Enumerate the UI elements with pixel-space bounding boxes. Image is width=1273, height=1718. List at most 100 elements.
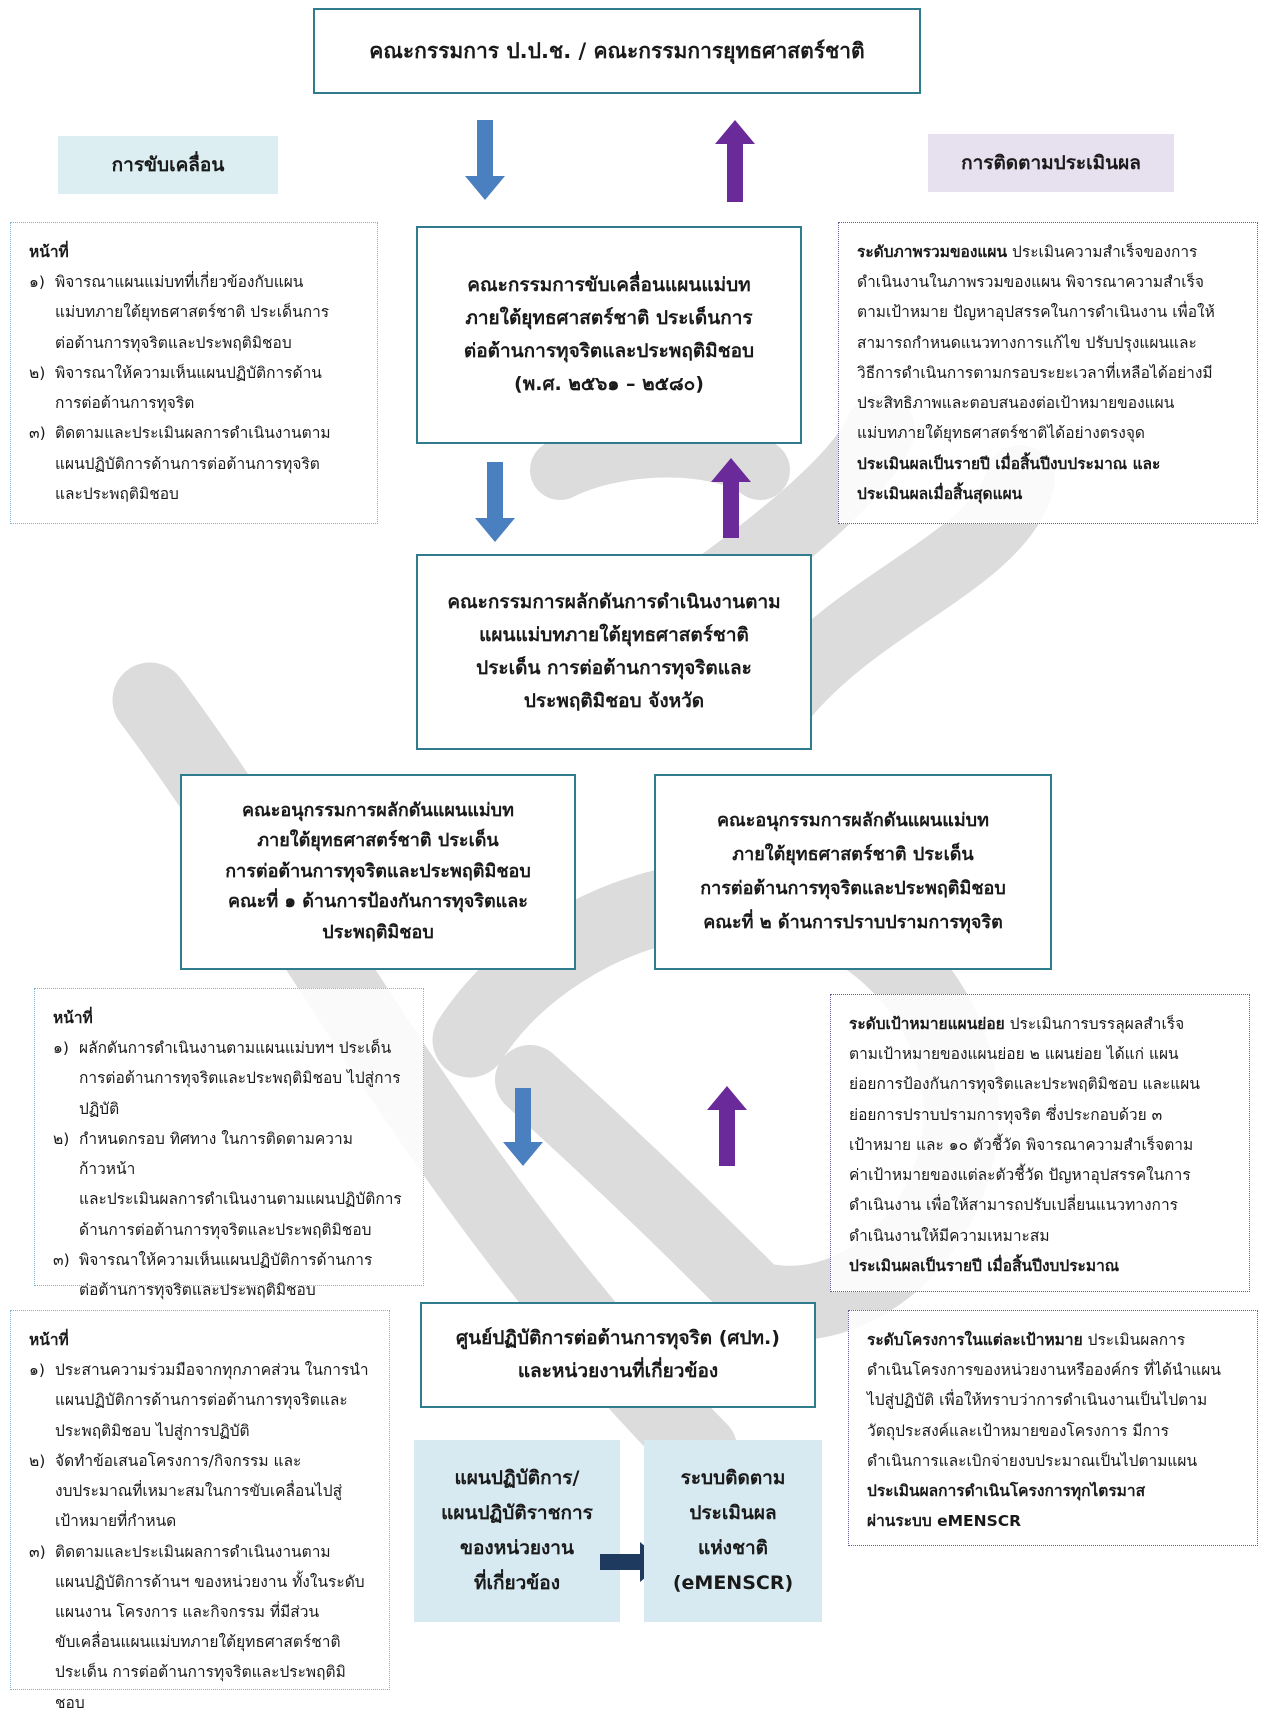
duty-item: ๒) จัดทำข้อเสนอโครงการ/กิจกรรม และ งบประ… [29,1446,375,1537]
eval-bold-line: ผ่านระบบ eMENSCR [867,1512,1022,1531]
eval-line: ดำเนินโครงการของหน่วยงานหรือองค์กร ที่ได… [867,1361,1221,1380]
duty-item-number: ๑) [29,1361,45,1380]
header-title: คณะกรรมการ ป.ป.ช. / คณะกรรมการยุทธศาสตร์… [369,38,865,63]
duty-item: ๑) พิจารณาแผนแม่บทที่เกี่ยวข้องกับแผน แม… [29,267,363,358]
box-line: คณะกรรมการผลักดันการดำเนินงานตาม [447,590,781,613]
box-line: คณะอนุกรรมการผลักดันแผนแม่บท [242,799,514,821]
eval-bold-line: ประเมินผลเป็นรายปี เมื่อสิ้นปีงบประมาณ [849,1256,1120,1275]
duty-line: ติดตามและประเมินผลการดำเนินงานตาม [55,424,331,443]
duty-line: ประพฤติมิชอบ ไปสู่การปฏิบัติ [55,1421,250,1440]
duty-box-1: หน้าที่ ๑) พิจารณาแผนแม่บทที่เกี่ยวข้องก… [10,222,378,524]
duty-line: ติดตามและประเมินผลการดำเนินงานตาม [55,1542,331,1561]
emenscr-panel: ระบบติดตาม ประเมินผล แห่งชาติ (eMENSCR) [644,1440,822,1622]
anti-corruption-center-box: ศูนย์ปฏิบัติการต่อต้านการทุจริต (ศปท.) แ… [420,1302,816,1408]
duty-line: ต่อต้านการทุจริตและประพฤติมิชอบ [55,333,292,352]
up-arrow-icon [711,458,751,538]
eval-line: ดำเนินงานให้มีความเหมาะสม [849,1226,1050,1245]
up-arrow-icon [715,120,755,202]
box-line: ประเด็น การต่อต้านการทุจริตและ [476,657,752,679]
duty-line: จัดทำข้อเสนอโครงการ/กิจกรรม และ [55,1451,302,1470]
eval-line: วิธีการดำเนินการตามกรอบระยะเวลาที่เหลือไ… [857,363,1213,382]
up-arrow-icon [707,1086,747,1166]
drive-committee-box: คณะกรรมการขับเคลื่อนแผนแม่บท ภายใต้ยุทธศ… [416,226,802,444]
panel-line: ประเมินผล [689,1501,777,1524]
panel-line: แผนปฏิบัติการ/ [454,1466,580,1489]
duty-line: ผลักดันการดำเนินงานตามแผนแม่บทฯ ประเด็น [79,1039,392,1058]
subcommittee-2-box: คณะอนุกรรมการผลักดันแผนแม่บท ภายใต้ยุทธศ… [654,774,1052,970]
duty-line: ประเด็น การต่อต้านการทุจริตและประพฤติมิช… [55,1663,346,1712]
box-line: แผนแม่บทภายใต้ยุทธศาสตร์ชาติ [479,623,749,646]
duty-title: หน้าที่ [29,1331,69,1349]
eval-line: ไปสู่ปฏิบัติ เพื่อให้ทราบว่าการดำเนินงาน… [867,1391,1208,1410]
duty-line: แผนปฏิบัติการด้านฯ ของหน่วยงาน ทั้งในระด… [55,1572,365,1591]
eval-line: แม่บทภายใต้ยุทธศาสตร์ชาติได้อย่างตรงจุด [857,424,1145,443]
duty-title: หน้าที่ [29,243,69,261]
duty-line: พิจารณาให้ความเห็นแผนปฏิบัติการด้าน [55,363,322,382]
eval-line: ย่อยการปราบปรามการทุจริต ซึ่งประกอบด้วย … [849,1105,1163,1124]
eval-line: ดำเนินงานในภาพรวมของแผน พิจารณาความสำเร็… [857,273,1205,292]
box-line: และหน่วยงานที่เกี่ยวข้อง [517,1360,719,1382]
eval-line: เป้าหมาย และ ๑๐ ตัวชี้วัด พิจารณาความสำเ… [849,1135,1194,1154]
duty-item-number: ๒) [29,363,46,382]
duty-line: ด้านการต่อต้านการทุจริตและประพฤติมิชอบ [79,1220,372,1239]
box-line: ภายใต้ยุทธศาสตร์ชาติ ประเด็นการ [465,306,753,329]
duty-item: ๒) กำหนดกรอบ ทิศทาง ในการติดตามความก้าวห… [53,1124,409,1245]
duty-line: แผนงาน โครงการ และกิจกรรม ที่มีส่วน [55,1602,320,1621]
duty-item: ๓) ติดตามและประเมินผลการดำเนินงานตาม แผน… [29,418,363,509]
panel-line: ที่เกี่ยวข้อง [473,1572,560,1595]
eval-bold-line: ประเมินผลเมื่อสิ้นสุดแผน [857,484,1023,503]
panel-line: (eMENSCR) [672,1572,794,1595]
duty-line: และประเมินผลการดำเนินงานตามแผนปฏิบัติการ [79,1190,402,1209]
duty-line: ประสานความร่วมมือจากทุกภาคส่วน ในการนำ [55,1361,369,1380]
action-plan-panel: แผนปฏิบัติการ/ แผนปฏิบัติราชการ ของหน่วย… [414,1440,620,1622]
duty-item-number: ๒) [53,1129,70,1148]
duty-item-text: ติดตามและประเมินผลการดำเนินงานตาม แผนปฏิ… [55,418,363,509]
drive-label-text: การขับเคลื่อน [111,154,225,176]
eval-line: ตามเป้าหมาย ปัญหาอุปสรรคในการดำเนินงาน เ… [857,303,1215,322]
duty-item-text: ประสานความร่วมมือจากทุกภาคส่วน ในการนำ แ… [55,1355,375,1446]
box-line: การต่อต้านการทุจริตและประพฤติมิชอบ [225,860,531,882]
eval-bold-head: ระดับเป้าหมายแผนย่อย [849,1015,1005,1033]
duty-line: การต่อต้านการทุจริตและประพฤติมิชอบ ไปสู่… [79,1069,401,1088]
panel-line: แห่งชาติ [698,1537,768,1559]
eval-line: ประเมินผลการ [1087,1331,1186,1349]
eval-text: ระดับภาพรวมของแผน ประเมินความสำเร็จของกา… [857,237,1243,267]
duty-item-number: ๒) [29,1451,46,1470]
push-committee-box: คณะกรรมการผลักดันการดำเนินงานตาม แผนแม่บ… [416,554,812,750]
eval-line: ย่อยการป้องกันการทุจริตและประพฤติมิชอบ แ… [849,1075,1200,1094]
eval-text: ระดับโครงการในแต่ละเป้าหมาย ประเมินผลการ [867,1325,1243,1355]
duty-line: กำหนดกรอบ ทิศทาง ในการติดตามความก้าวหน้า [79,1129,353,1179]
eval-bold-head: ระดับโครงการในแต่ละเป้าหมาย [867,1331,1083,1349]
header-committee-box: คณะกรรมการ ป.ป.ช. / คณะกรรมการยุทธศาสตร์… [313,8,921,94]
duty-line: พิจารณาแผนแม่บทที่เกี่ยวข้องกับแผน [55,273,304,292]
box-line: ประพฤติมิชอบ จังหวัด [523,690,705,713]
eval-line: สามารถกำหนดแนวทางการแก้ไข ปรับปรุงแผนและ [857,333,1197,352]
panel-line: แผนปฏิบัติราชการ [441,1501,593,1524]
box-line: (พ.ศ. ๒๕๖๑ – ๒๕๘๐) [514,373,704,396]
panel-line: ของหน่วยงาน [460,1537,574,1559]
duty-line: งบประมาณที่เหมาะสมในการขับเคลื่อนไปสู่ [55,1482,343,1501]
duty-item-number: ๑) [29,273,45,292]
duty-box-2: หน้าที่ ๑) ผลักดันการดำเนินงานตามแผนแม่บ… [34,988,424,1299]
duty-line: แผนปฏิบัติการด้านการต่อต้านการทุจริตและ [55,1391,348,1410]
duty-line: พิจารณาให้ความเห็นแผนปฏิบัติการด้านการ [79,1250,373,1269]
eval-line: ดำเนินงาน เพื่อให้สามารถปรับเปลี่ยนแนวทา… [849,1196,1178,1215]
duty-item-text: ผลักดันการดำเนินงานตามแผนแม่บทฯ ประเด็น … [79,1033,409,1124]
duty-line: ต่อต้านการทุจริตและประพฤติมิชอบ [79,1280,316,1299]
box-line: ศูนย์ปฏิบัติการต่อต้านการทุจริต (ศปท.) [456,1326,780,1349]
box-line: ภายใต้ยุทธศาสตร์ชาติ ประเด็น [257,830,499,852]
eval-text: ระดับเป้าหมายแผนย่อย ประเมินการบรรลุผลสำ… [849,1009,1235,1039]
duty-line: และประพฤติมิชอบ [55,484,179,503]
duty-line: แผนปฏิบัติการด้านการต่อต้านการทุจริต [55,454,320,473]
duty-item-text: กำหนดกรอบ ทิศทาง ในการติดตามความก้าวหน้า… [79,1124,409,1245]
down-arrow-icon [465,120,505,200]
eval-box-project-level: ระดับโครงการในแต่ละเป้าหมาย ประเมินผลการ… [848,1310,1258,1546]
panel-line: ระบบติดตาม [680,1466,786,1489]
duty-title: หน้าที่ [53,1009,93,1027]
down-arrow-icon [475,462,515,542]
eval-bold-line: ประเมินผลการดำเนินโครงการทุกไตรมาส [867,1482,1146,1501]
eval-box-subplan-level: ระดับเป้าหมายแผนย่อย ประเมินการบรรลุผลสำ… [830,994,1250,1292]
duty-item-number: ๓) [53,1250,70,1269]
duty-item: ๒) พิจารณาให้ความเห็นแผนปฏิบัติการด้าน ก… [29,358,363,418]
down-arrow-icon [503,1088,543,1166]
